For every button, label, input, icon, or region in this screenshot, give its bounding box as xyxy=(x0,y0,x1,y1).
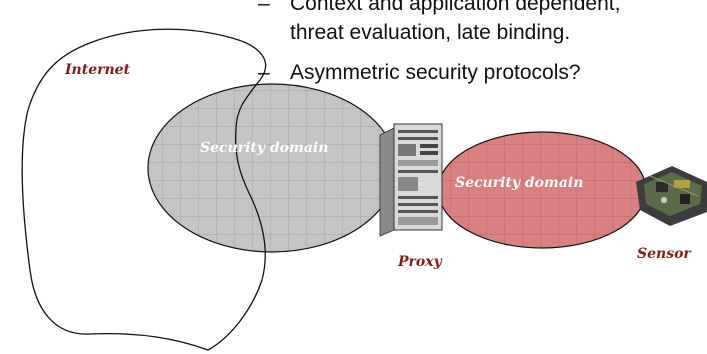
internet-label: Internet xyxy=(65,62,131,78)
security-domain-left-label: Security domain xyxy=(200,140,329,156)
bullet-list: – Context and application dependent, thr… xyxy=(0,0,707,100)
security-domain-left xyxy=(147,83,397,253)
bullet-line-2: threat evaluation, late binding. xyxy=(290,21,571,44)
sensor-board-icon xyxy=(636,166,707,226)
internet-cloud-outline xyxy=(21,28,267,351)
security-domain-right-label: Security domain xyxy=(455,175,584,191)
bullet-line-1: Context and application dependent, xyxy=(290,0,621,15)
server-tower-icon xyxy=(379,123,443,237)
sensor-label: Sensor xyxy=(637,246,691,262)
bullet-dash-1: – xyxy=(258,0,270,15)
proxy-label: Proxy xyxy=(398,254,442,270)
bullet-line-3: Asymmetric security protocols? xyxy=(290,61,581,84)
bullet-dash-2: – xyxy=(258,61,270,84)
